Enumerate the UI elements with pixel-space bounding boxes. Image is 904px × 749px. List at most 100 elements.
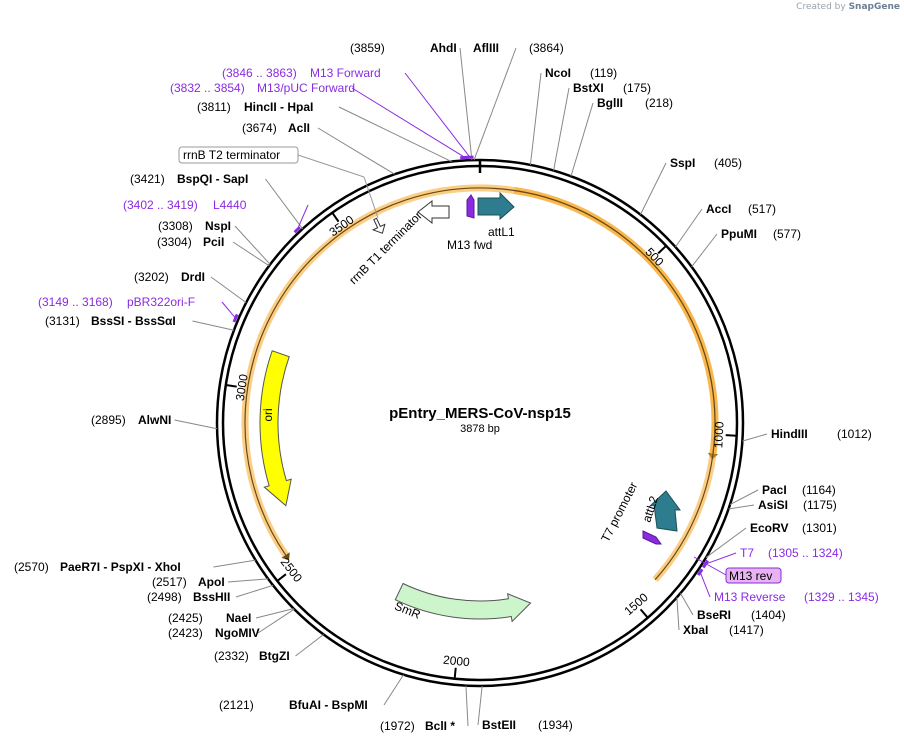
site-acci[interactable]: AccI(517) — [706, 202, 776, 216]
credit-prefix: Created by — [796, 2, 846, 12]
site-name: BspQI - SapI — [177, 172, 248, 186]
site-hincii[interactable]: HincII - HpaI(3811) — [197, 100, 313, 114]
site-leader — [257, 608, 295, 634]
site-bglii[interactable]: BglII(218) — [597, 96, 673, 110]
primer-range: (3402 .. 3419) — [123, 198, 198, 212]
primer-mark — [702, 559, 709, 569]
rrnbt2-leader-a — [297, 154, 365, 178]
site-name: BtgZI — [259, 649, 290, 663]
rrnbt2-leader-b — [363, 176, 379, 219]
site-position: (2425) — [168, 611, 203, 625]
site-name: NaeI — [226, 611, 251, 625]
site-bspqi[interactable]: BspQI - SapI(3421) — [130, 172, 248, 186]
site-leader — [477, 685, 483, 726]
site-position: (3308) — [158, 219, 193, 233]
site-drdi[interactable]: DrdI(3202) — [134, 270, 205, 284]
t7promoter-arrow[interactable] — [642, 530, 662, 545]
site-ecorv[interactable]: EcoRV(1301) — [750, 521, 837, 535]
attl2-arrow[interactable] — [648, 490, 681, 532]
site-bstEII[interactable]: BstEII(1934) — [482, 718, 573, 732]
smr-arrow[interactable] — [394, 582, 532, 623]
site-acli[interactable]: AclI(3674) — [242, 121, 310, 135]
site-name: PpuMI — [721, 227, 757, 241]
tick-label: 2500 — [278, 555, 306, 585]
site-leader — [295, 634, 324, 657]
orf-arc-core — [244, 187, 716, 581]
primer-l4440[interactable]: L4440(3402 .. 3419) — [123, 198, 247, 212]
m13fwd-arrow[interactable] — [466, 194, 475, 219]
site-apoi[interactable]: ApoI(2517) — [152, 575, 225, 589]
site-asisi[interactable]: AsiSI(1175) — [758, 498, 837, 512]
site-bcli[interactable]: BclI *(1972) — [380, 719, 455, 733]
plasmid-name: pEntry_MERS-CoV-nsp15 — [389, 405, 571, 422]
site-bfuai[interactable]: BfuAI - BspMI(2121) — [219, 698, 368, 712]
site-nspi[interactable]: NspI(3308) — [158, 219, 231, 233]
site-btgzi[interactable]: BtgZI(2332) — [214, 649, 290, 663]
primer-m13puc[interactable]: M13/pUC Forward(3832 .. 3854) — [170, 81, 355, 95]
site-ngomiv[interactable]: NgoMIV(2423) — [168, 626, 260, 640]
site-bstxi[interactable]: BstXI(175) — [573, 81, 651, 95]
site-name: XbaI — [683, 623, 708, 637]
site-name: PciI — [203, 235, 224, 249]
site-position: (2121) — [219, 698, 254, 712]
primer-name: M13/pUC Forward — [257, 81, 355, 95]
plasmid-size: 3878 bp — [460, 423, 500, 435]
site-naei[interactable]: NaeI (2425) — [168, 611, 251, 625]
site-name: BstEII — [482, 718, 516, 732]
site-aflii[interactable]: AflIII(3864) — [473, 41, 564, 55]
ori-arrow[interactable] — [259, 350, 292, 507]
site-position: (1417) — [729, 623, 764, 637]
primer-m13rev[interactable]: M13 Reverse(1329 .. 1345) — [714, 590, 879, 604]
site-xbai[interactable]: XbaI (1417) — [683, 623, 764, 637]
site-hindiii[interactable]: HindIII(1012) — [771, 427, 872, 441]
attl1-label: attL1 — [488, 225, 515, 239]
site-leader — [338, 106, 452, 162]
site-ppumi[interactable]: PpuMI(577) — [721, 227, 801, 241]
site-leader — [729, 489, 759, 505]
tick-label: 2000 — [442, 653, 470, 670]
m13rev-callout[interactable] — [725, 567, 782, 584]
attl1-arrow[interactable] — [477, 191, 515, 221]
primer-name: M13 Reverse — [714, 590, 786, 604]
site-position: (2895) — [91, 413, 126, 427]
tick-mark — [725, 434, 737, 437]
site-layer: AhdI (3859) AflIII(3864) NcoI (119)BstXI(175… — [14, 41, 872, 733]
site-position: (3859) — [350, 41, 385, 55]
site-leader — [383, 674, 404, 706]
orf-layer — [241, 184, 719, 583]
site-sspi[interactable]: SspI(405) — [670, 156, 742, 170]
site-paci[interactable]: PacI(1164) — [762, 483, 836, 497]
primer-pbr322[interactable]: pBR322ori-F(3149 .. 3168) — [38, 295, 195, 309]
site-leader — [570, 102, 594, 177]
site-ncoi[interactable]: NcoI (119) — [545, 66, 617, 80]
site-name: AccI — [706, 202, 731, 216]
site-leader — [227, 578, 269, 583]
site-bseri[interactable]: BseRI(1404) — [697, 608, 786, 622]
site-pcii[interactable]: PciI(3304) — [157, 235, 224, 249]
site-paer7i[interactable]: PaeR7I - PspXI - XhoI(2570) — [14, 560, 181, 574]
site-alwni[interactable]: AlwNI(2895) — [91, 413, 171, 427]
rrnbt1-arrow[interactable] — [417, 199, 450, 225]
site-bsshii[interactable]: BssHII(2498) — [147, 590, 230, 604]
site-name: NcoI — [545, 66, 571, 80]
rrnbt2-arrow[interactable] — [369, 216, 388, 236]
primer-t7[interactable]: T7(1305 .. 1324) — [740, 546, 843, 560]
site-name: PaeR7I - PspXI - XhoI — [60, 560, 181, 574]
site-name: AhdI — [430, 41, 457, 55]
tick-mark — [225, 384, 237, 388]
site-name: BstXI — [573, 81, 604, 95]
site-name: BseRI — [697, 608, 731, 622]
credit-brand: SnapGene — [848, 2, 900, 12]
primer-leader — [351, 87, 466, 158]
site-bsssi[interactable]: BssSI - BssSαI(3131) — [45, 314, 176, 328]
primer-m13fwd2[interactable]: M13 Forward(3846 .. 3863) — [222, 66, 381, 80]
site-position: (1301) — [802, 521, 837, 535]
site-leader — [680, 592, 694, 616]
site-leader — [255, 608, 294, 619]
site-leader — [640, 162, 667, 215]
site-ahdi[interactable]: AhdI (3859) — [350, 41, 457, 55]
site-leader — [728, 504, 755, 510]
site-name: BglII — [597, 96, 623, 110]
site-leader — [235, 584, 274, 598]
site-position: (119) — [590, 66, 617, 80]
